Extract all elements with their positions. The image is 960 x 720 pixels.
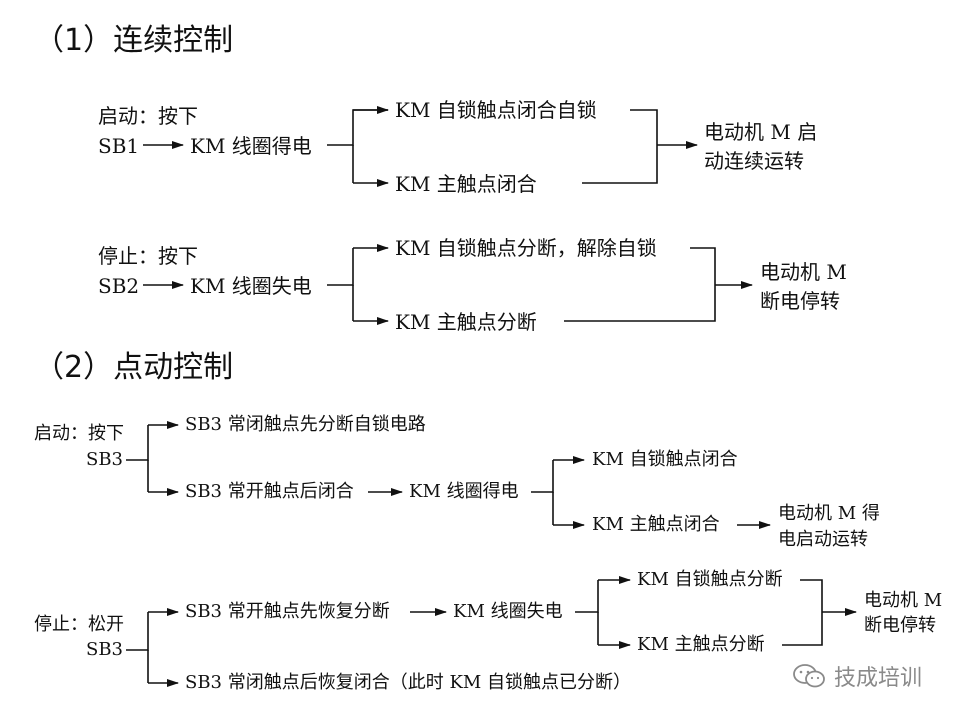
- s2-start-sb: SB3: [86, 449, 124, 470]
- s2-stop-result-1: 电动机 M: [864, 590, 943, 611]
- watermark: 技成培训: [792, 660, 922, 692]
- s1-start-sb: SB1: [98, 134, 140, 158]
- s2-start-top: KM 自锁触点闭合: [592, 449, 738, 470]
- watermark-text: 技成培训: [833, 666, 922, 691]
- branch-1a: [327, 109, 388, 146]
- s1-start-bottom: KM 主触点闭合: [395, 172, 537, 196]
- s2-stop-lower: SB3 常闭触点后恢复闭合（此时 KM 自锁触点已分断）: [185, 672, 632, 693]
- s2-start-action: 启动：按下: [34, 423, 124, 444]
- s1-start-result-1: 电动机 M 启: [704, 120, 818, 144]
- s1-stop-result-1: 电动机 M: [760, 260, 847, 284]
- s2-start-upper: SB3 常闭触点先分断自锁电路: [185, 414, 426, 435]
- s2-start-coil: KM 线圈得电: [409, 481, 519, 502]
- s2-stop-result-2: 断电停转: [864, 615, 936, 636]
- s2-stop-coil: KM 线圈失电: [453, 601, 563, 622]
- s2-stop-sb: SB3: [86, 639, 124, 660]
- s2-start-result-1: 电动机 M 得: [778, 503, 880, 524]
- section2-heading: （2）点动控制: [34, 350, 234, 385]
- merge-4: [782, 579, 823, 646]
- s2-stop-bottom: KM 主触点分断: [637, 634, 765, 655]
- s2-start-bottom: KM 主触点闭合: [592, 514, 720, 535]
- s2-start-result-2: 电启动运转: [778, 529, 868, 550]
- s1-stop-bottom: KM 主触点分断: [395, 310, 537, 334]
- s1-start-result-2: 动连续运转: [704, 149, 804, 173]
- s1-stop-sb: SB2: [98, 274, 140, 298]
- section1-heading: （1）连续控制: [34, 23, 234, 58]
- merge-1: [582, 109, 658, 184]
- s1-stop-action: 停止：按下: [98, 244, 198, 268]
- s2-stop-action: 停止：松开: [34, 614, 124, 635]
- s2-stop-top: KM 自锁触点分断: [637, 569, 783, 590]
- s2-start-lower: SB3 常开触点后闭合: [185, 481, 354, 502]
- s2-stop-upper: SB3 常开触点先恢复分断: [185, 601, 390, 622]
- s1-start-coil: KM 线圈得电: [190, 134, 312, 158]
- s1-stop-result-2: 断电停转: [760, 289, 840, 313]
- s1-stop-top: KM 自锁触点分断，解除自锁: [395, 236, 657, 260]
- s1-start-top: KM 自锁触点闭合自锁: [395, 98, 597, 122]
- s1-stop-coil: KM 线圈失电: [190, 274, 312, 298]
- s1-start-action: 启动：按下: [98, 104, 198, 128]
- wechat-icon: [793, 664, 825, 688]
